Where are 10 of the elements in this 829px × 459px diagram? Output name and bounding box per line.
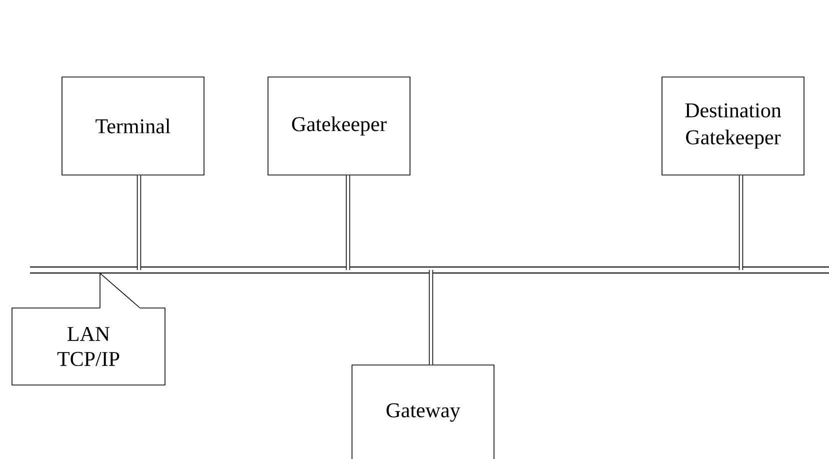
device-box: Destination Gatekeeper: [662, 76, 804, 176]
connector-line: [738, 175, 744, 270]
connector-line: [428, 270, 434, 365]
device-box: Gatekeeper: [268, 76, 410, 176]
connector-line: [136, 175, 142, 270]
device-box: Terminal: [62, 76, 204, 176]
device-box: Gateway: [352, 364, 494, 459]
lan-bus-line: [30, 266, 829, 274]
callout-box: LAN TCP/IP: [12, 308, 166, 386]
connector-line: [346, 175, 350, 270]
